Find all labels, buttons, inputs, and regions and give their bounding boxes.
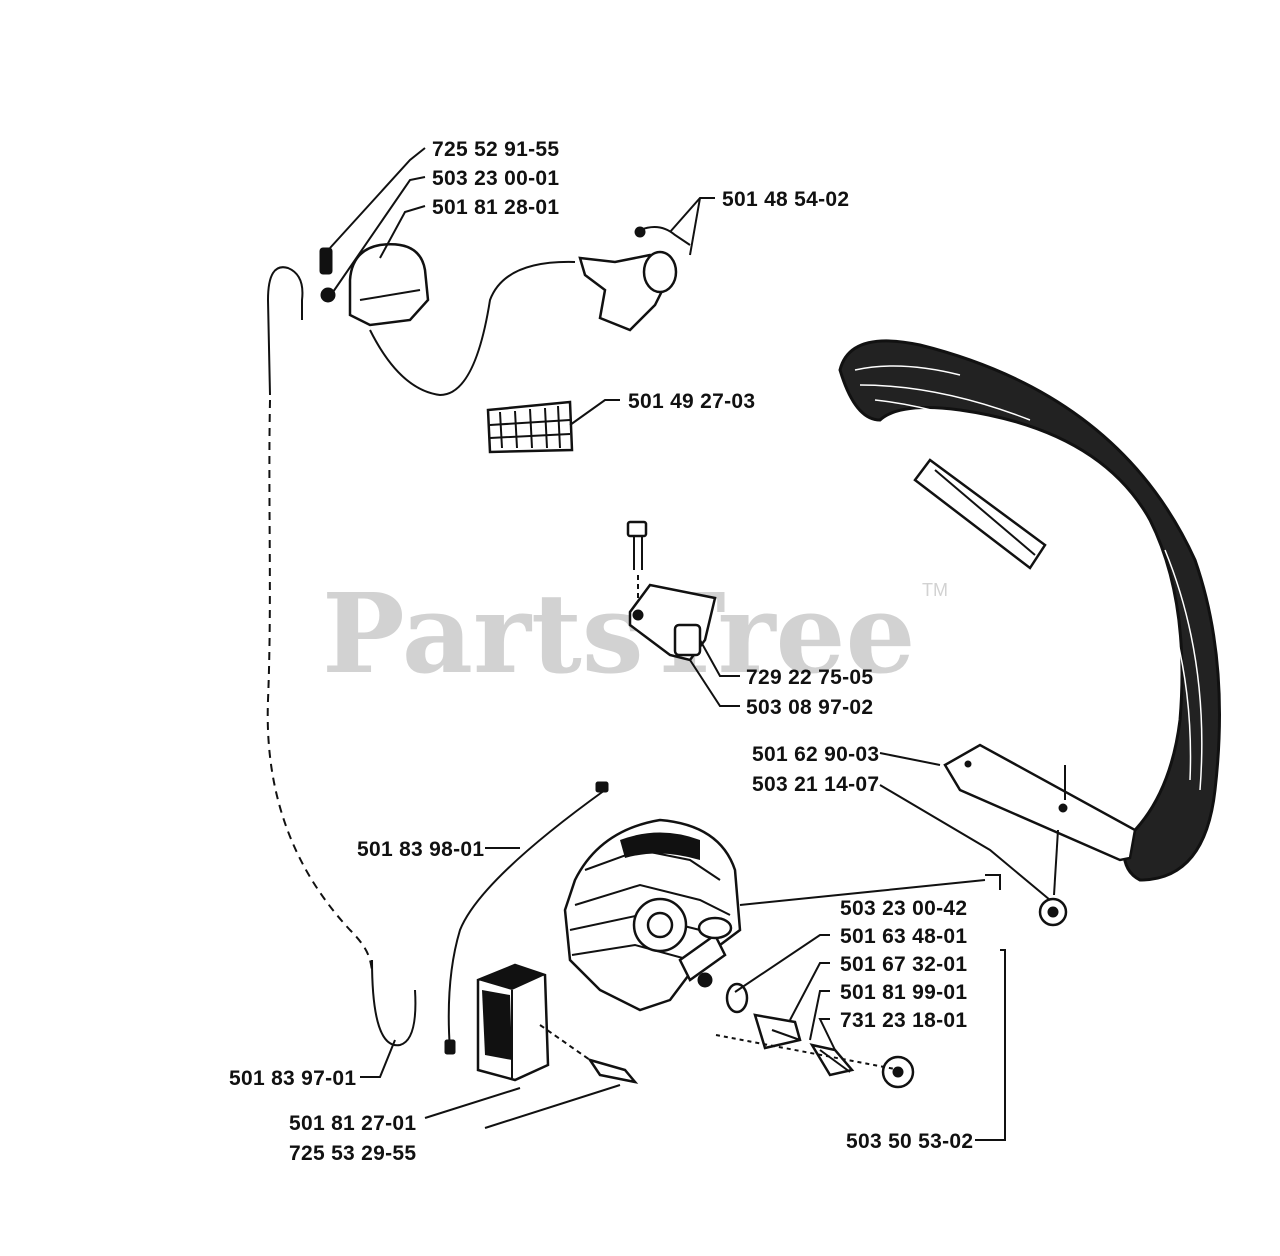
- label-731-23-18-01: 731 23 18-01: [840, 1009, 967, 1032]
- label-503-23-00-01: 503 23 00-01: [432, 167, 559, 190]
- leader-lines: [329, 147, 1051, 1141]
- ignition-wire-part: [444, 781, 609, 1055]
- watermark-text: PartsTree: [322, 569, 916, 698]
- label-503-08-97-02: 503 08 97-02: [746, 696, 873, 719]
- screen-filter-part: [486, 400, 574, 454]
- bracket-with-screw-part: [626, 520, 717, 662]
- flywheel-part: [563, 818, 749, 1014]
- label-501-63-48-01: 501 63 48-01: [840, 925, 967, 948]
- label-501-48-54-02: 501 48 54-02: [722, 188, 849, 211]
- label-501-67-32-01: 501 67 32-01: [840, 953, 967, 976]
- stop-switch-part: [578, 225, 691, 332]
- label-501-81-28-01: 501 81 28-01: [432, 196, 559, 219]
- front-handle-part: [838, 339, 1221, 927]
- label-501-83-98-01: 501 83 98-01: [357, 838, 484, 861]
- label-501-81-27-01: 501 81 27-01: [289, 1112, 416, 1135]
- ignition-lead-wire: [266, 266, 417, 1047]
- coil-cover-part: [319, 243, 430, 327]
- label-725-52-91-55: 725 52 91-55: [432, 138, 559, 161]
- label-501-83-97-01: 501 83 97-01: [229, 1067, 356, 1090]
- label-501-62-90-03: 501 62 90-03: [752, 743, 879, 766]
- label-501-49-27-03: 501 49 27-03: [628, 390, 755, 413]
- label-729-22-75-05: 729 22 75-05: [746, 666, 873, 689]
- fastener-parts: [753, 1013, 915, 1089]
- ignition-module-part: [476, 963, 639, 1084]
- label-725-53-29-55: 725 53 29-55: [289, 1142, 416, 1165]
- coil-cable: [369, 260, 576, 397]
- label-501-81-99-01: 501 81 99-01: [840, 981, 967, 1004]
- label-503-50-53-02: 503 50 53-02: [846, 1130, 973, 1153]
- label-503-23-00-42: 503 23 00-42: [840, 897, 967, 920]
- watermark-trademark: TM: [922, 580, 948, 600]
- label-503-21-14-07: 503 21 14-07: [752, 773, 879, 796]
